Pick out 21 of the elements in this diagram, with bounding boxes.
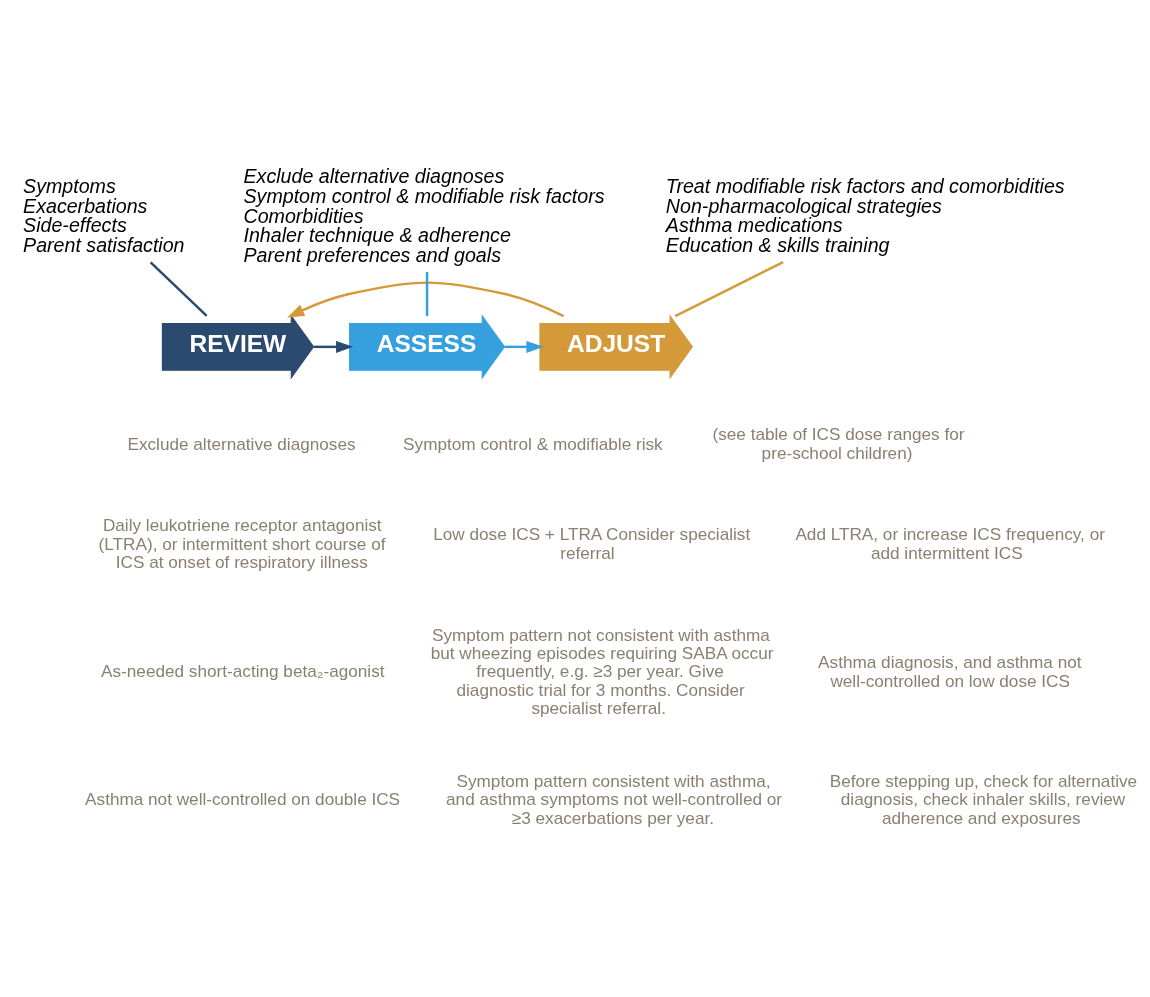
arrow (313, 340, 354, 353)
label: Daily leukotriene receptor antagonist (LTRA), or intermittent short course of ICS at onset of respiratory illness (98, 515, 386, 573)
label: Before stepping up, check for alternative diagnosis, check inhaler skills, review adherence and exposures (829, 770, 1138, 828)
arrow (287, 281, 565, 318)
node-text: Exclude alternative diagnoses Symptom control & modifiable risk factors Comorbidities Inhaler technique & adherence Parent preferences and goals (243, 165, 605, 266)
node-text: Symptoms Exacerbations Side-effects Parent satisfaction (23, 175, 185, 257)
label: Add LTRA, or increase ICS frequency, or add intermittent ICS (795, 524, 1105, 563)
node-text: Treat modifiable risk factors and comorbidities Non-pharmacological strategies Asthma medications Education & skills training (665, 175, 1065, 257)
label: Symptom pattern consistent with asthma, and asthma symptoms not well-controlled or ≥3 exacerbations per year. (446, 770, 783, 828)
arrow (504, 340, 544, 353)
label: Symptom pattern not consistent with asthma but wheezing episodes requiring SABA occur frequently, e.g. ≥3 per year. Give diagnostic trial for 3 months. Consider specialist referral. (430, 624, 774, 719)
label: Exclude alternative diagnoses (127, 433, 356, 454)
label: Symptom control & modifiable risk (403, 433, 663, 454)
label: As-needed short-acting beta₂-agonist (101, 661, 385, 682)
connector (425, 272, 429, 317)
connector (149, 261, 208, 317)
label: Asthma not well-controlled on double ICS (85, 789, 401, 810)
label: Asthma diagnosis, and asthma not well-controlled on low dose ICS (818, 652, 1082, 691)
label: (see table of ICS dose ranges for pre-school children) (712, 424, 965, 463)
label: Low dose ICS + LTRA Consider specialist referral (433, 524, 751, 563)
connector (674, 261, 784, 318)
